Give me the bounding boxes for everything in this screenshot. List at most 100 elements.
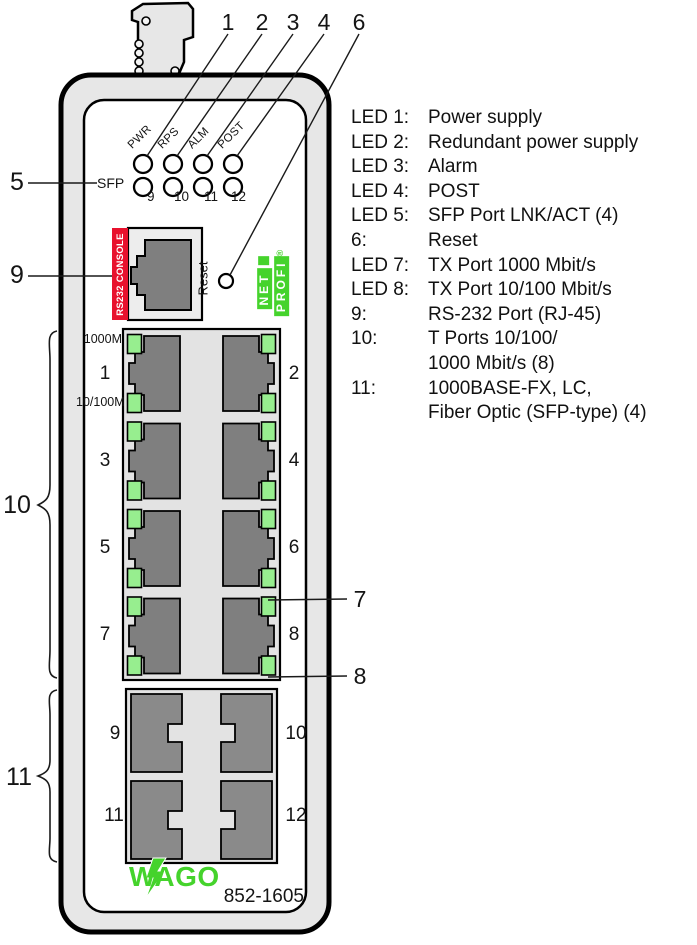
callout-number-3: 3 bbox=[286, 9, 300, 35]
legend-row: 10: T Ports 10/100/ 1000 Mbit/s (8) bbox=[351, 327, 695, 376]
legend-text: Alarm bbox=[428, 156, 478, 178]
legend-text: Redundant power supply bbox=[428, 131, 639, 153]
callout-line-8 bbox=[267, 675, 348, 678]
legend-text: RS-232 Port (RJ-45) bbox=[428, 303, 602, 325]
port-number-9: 9 bbox=[109, 723, 121, 744]
sfp-port-block bbox=[124, 687, 279, 865]
port-number-10: 10 bbox=[285, 723, 307, 744]
legend-label: LED 8: bbox=[351, 279, 410, 301]
callout-line-1 bbox=[146, 33, 229, 157]
legend-row: 9: RS-232 Port (RJ-45) bbox=[351, 303, 695, 328]
legend-label: 10: bbox=[351, 328, 378, 350]
brace-sfp-group bbox=[35, 689, 58, 863]
port-number-1: 1 bbox=[99, 363, 111, 384]
legend-label: LED 5: bbox=[351, 205, 410, 227]
wago-logo: WAGO bbox=[129, 861, 220, 892]
port-number-5: 5 bbox=[99, 537, 111, 558]
legend-label: LED 3: bbox=[351, 156, 410, 178]
rj45-port-6 bbox=[222, 508, 277, 589]
led-sfp-10 bbox=[162, 176, 184, 198]
sfp-led-number-10: 10 bbox=[174, 189, 190, 204]
rj45-port-1 bbox=[126, 333, 181, 414]
callout-lines bbox=[28, 33, 360, 678]
legend-row: LED 8: TX Port 10/100 Mbit/s bbox=[351, 278, 695, 303]
legend-label: LED 7: bbox=[351, 254, 410, 276]
registered-trademark-icon: ® bbox=[275, 249, 285, 257]
rs232-console-label: RS232 CONSOLE bbox=[114, 232, 126, 316]
model-number: 852-1605 bbox=[223, 886, 304, 907]
legend-text: 1000BASE-FX, LC, Fiber Optic (SFP-type) … bbox=[428, 377, 647, 424]
profinet-net-text: NET bbox=[257, 268, 272, 310]
rj45-port-4 bbox=[222, 421, 277, 501]
speed-label-1000m: 1000M bbox=[83, 332, 122, 346]
sfp-led-row-label: SFP bbox=[97, 175, 125, 191]
port-number-8: 8 bbox=[288, 624, 300, 645]
callout-number-4: 4 bbox=[317, 9, 331, 35]
port-number-6: 6 bbox=[288, 537, 300, 558]
clip-hole bbox=[134, 48, 144, 58]
callout-number-7: 7 bbox=[353, 586, 367, 612]
callout-number-11: 11 bbox=[6, 763, 32, 791]
clip-hole bbox=[141, 16, 151, 26]
legend-text: SFP Port LNK/ACT (4) bbox=[428, 205, 619, 227]
led-sfp-12 bbox=[222, 176, 244, 198]
din-rail-clip bbox=[130, 1, 195, 80]
callout-line-3 bbox=[206, 33, 294, 157]
callout-number-6: 6 bbox=[352, 9, 366, 35]
legend-row: LED 1: Power supply bbox=[351, 106, 695, 131]
led-pwr bbox=[132, 153, 154, 175]
profinet-logo-net-line: NET bbox=[257, 250, 272, 316]
legend-text: POST bbox=[428, 180, 480, 202]
legend-label: LED 1: bbox=[351, 107, 410, 128]
legend-text: TX Port 1000 Mbit/s bbox=[428, 254, 596, 276]
callout-number-8: 8 bbox=[353, 663, 367, 689]
rs232-console-port bbox=[126, 226, 204, 322]
callout-number-10: 10 bbox=[3, 491, 31, 519]
callout-line-2 bbox=[176, 33, 263, 157]
legend-label: 11: bbox=[351, 377, 377, 399]
legend-label: 6: bbox=[351, 229, 367, 251]
port-number-7: 7 bbox=[99, 624, 111, 645]
profinet-logo-profi-line: PROFI® bbox=[274, 249, 289, 317]
rj45-port-5 bbox=[126, 508, 181, 589]
callout-number-1: 1 bbox=[221, 9, 235, 35]
callout-number-5: 5 bbox=[10, 168, 24, 196]
brace-rj45-group bbox=[36, 330, 58, 679]
legend-text: T Ports 10/100/ 1000 Mbit/s (8) bbox=[428, 328, 558, 374]
port-number-12: 12 bbox=[285, 805, 307, 826]
legend-row: 6: Reset bbox=[351, 229, 695, 254]
wago-lightning-icon bbox=[145, 857, 167, 899]
led-rps bbox=[162, 153, 184, 175]
profinet-profi-text: PROFI bbox=[274, 256, 289, 317]
legend-text: Power supply bbox=[428, 107, 543, 128]
sfp-led-number-12: 12 bbox=[231, 189, 247, 204]
led-sfp-11 bbox=[192, 176, 214, 198]
legend-row: LED 2:Redundant power supply bbox=[351, 131, 695, 156]
callout-line-4 bbox=[236, 33, 325, 157]
profinet-logo: NET PROFI® bbox=[238, 232, 308, 334]
legend-row: LED 3: Alarm bbox=[351, 155, 695, 180]
led-post bbox=[222, 153, 244, 175]
legend-row: LED 7: TX Port 1000 Mbit/s bbox=[351, 254, 695, 279]
port-number-2: 2 bbox=[288, 363, 300, 384]
sfp-led-number-11: 11 bbox=[204, 189, 219, 204]
rj45-port-2 bbox=[222, 333, 277, 414]
legend-label: LED 4: bbox=[351, 180, 410, 202]
legend-label: 9: bbox=[351, 303, 367, 325]
profinet-logo-block bbox=[258, 256, 270, 266]
port-number-11: 11 bbox=[104, 805, 124, 826]
rj45-port-8 bbox=[222, 596, 277, 676]
rs232-console-label-strip: RS232 CONSOLE bbox=[112, 228, 128, 320]
legend-row: 11: 1000BASE-FX, LC, Fiber Optic (SFP-typ… bbox=[351, 377, 695, 426]
port-number-3: 3 bbox=[99, 450, 111, 471]
clip-hole bbox=[134, 57, 144, 67]
callout-number-9: 9 bbox=[10, 261, 24, 289]
legend-text: TX Port 10/100 Mbit/s bbox=[428, 279, 612, 301]
callout-number-2: 2 bbox=[255, 9, 269, 35]
port-number-4: 4 bbox=[288, 450, 300, 471]
callout-line-7 bbox=[267, 598, 348, 601]
legend-text: Reset bbox=[428, 229, 478, 251]
sfp-led-number-9: 9 bbox=[147, 189, 155, 204]
led-alm bbox=[192, 153, 214, 175]
